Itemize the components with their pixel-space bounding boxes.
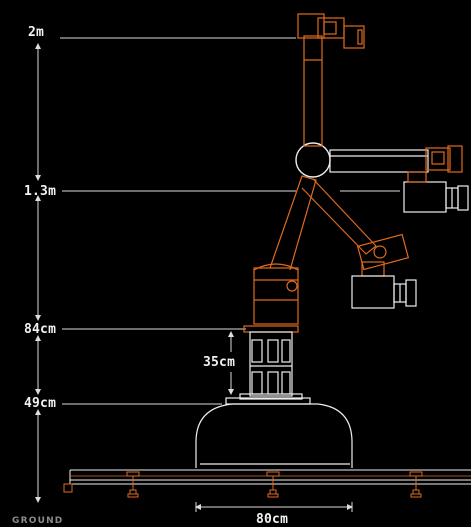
upper-arm-link xyxy=(297,13,325,147)
height-label-2m: 2m xyxy=(28,25,45,40)
camera-mid-top xyxy=(407,171,427,183)
ground-label: GROUND xyxy=(12,516,64,526)
top-end-effector xyxy=(317,17,365,49)
horizontal-arm xyxy=(329,149,429,173)
height-label-35cm: 35cm xyxy=(203,355,236,370)
height-label-84cm: 84cm xyxy=(24,322,57,337)
height-label-49cm: 49cm xyxy=(24,396,57,411)
rail-feet xyxy=(126,471,423,498)
height-label-1-3m: 1.3m xyxy=(24,184,57,199)
dome-base xyxy=(195,397,353,468)
reference-lines xyxy=(60,37,400,405)
camera-mid xyxy=(403,181,469,213)
horizontal-arm-head xyxy=(425,145,463,173)
width-label-80cm: 80cm xyxy=(256,512,289,527)
robot-base-joint xyxy=(253,263,299,325)
pedestal xyxy=(239,325,303,400)
lower-arm-link xyxy=(269,175,377,271)
elbow-joint xyxy=(295,142,331,178)
wrist-joint-low xyxy=(356,233,410,277)
camera-low xyxy=(351,275,417,309)
dimension-80cm xyxy=(195,502,353,512)
